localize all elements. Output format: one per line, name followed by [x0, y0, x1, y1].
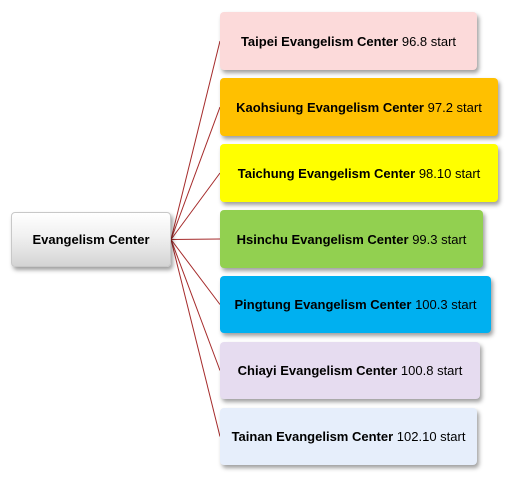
child-node-tainan: Tainan Evangelism Center 102.10 start: [220, 408, 477, 465]
child-node-name: Hsinchu Evangelism Center: [236, 231, 409, 247]
child-node-taichung: Taichung Evangelism Center 98.10 start: [220, 144, 498, 202]
child-node-detail: 102.10 start: [396, 429, 466, 444]
connector-line: [170, 239, 221, 437]
connector-line: [170, 238, 221, 240]
child-node-detail: 98.10 start: [418, 165, 481, 181]
child-node-kaohsiung: Kaohsiung Evangelism Center 97.2 start: [220, 78, 498, 136]
child-node-pingtung: Pingtung Evangelism Center 100.3 start: [220, 276, 491, 333]
connector-line: [170, 239, 221, 305]
root-node: Evangelism Center: [11, 212, 171, 267]
child-node-detail: 100.8 start: [400, 363, 463, 378]
child-node-taipei: Taipei Evangelism Center 96.8 start: [220, 12, 477, 70]
child-node-detail: 97.2 start: [427, 99, 482, 115]
connector-line: [170, 239, 221, 371]
child-node-detail: 100.3 start: [415, 297, 477, 312]
child-node-name: Taichung Evangelism Center: [237, 165, 416, 181]
connector-line: [170, 40, 221, 240]
child-node-chiayi: Chiayi Evangelism Center 100.8 start: [220, 342, 480, 399]
child-node-name: Chiayi Evangelism Center: [237, 363, 398, 378]
child-node-detail: 99.3 start: [412, 231, 467, 247]
child-node-detail: 96.8 start: [401, 33, 457, 49]
child-node-hsinchu: Hsinchu Evangelism Center 99.3 start: [220, 210, 483, 268]
root-node-label: Evangelism Center: [32, 232, 150, 247]
child-node-name: Tainan Evangelism Center: [231, 429, 394, 444]
connector-line: [170, 106, 221, 240]
child-node-name: Pingtung Evangelism Center: [234, 297, 412, 312]
child-node-name: Kaohsiung Evangelism Center: [236, 99, 424, 115]
connector-line: [170, 172, 221, 240]
child-node-name: Taipei Evangelism Center: [240, 33, 399, 49]
